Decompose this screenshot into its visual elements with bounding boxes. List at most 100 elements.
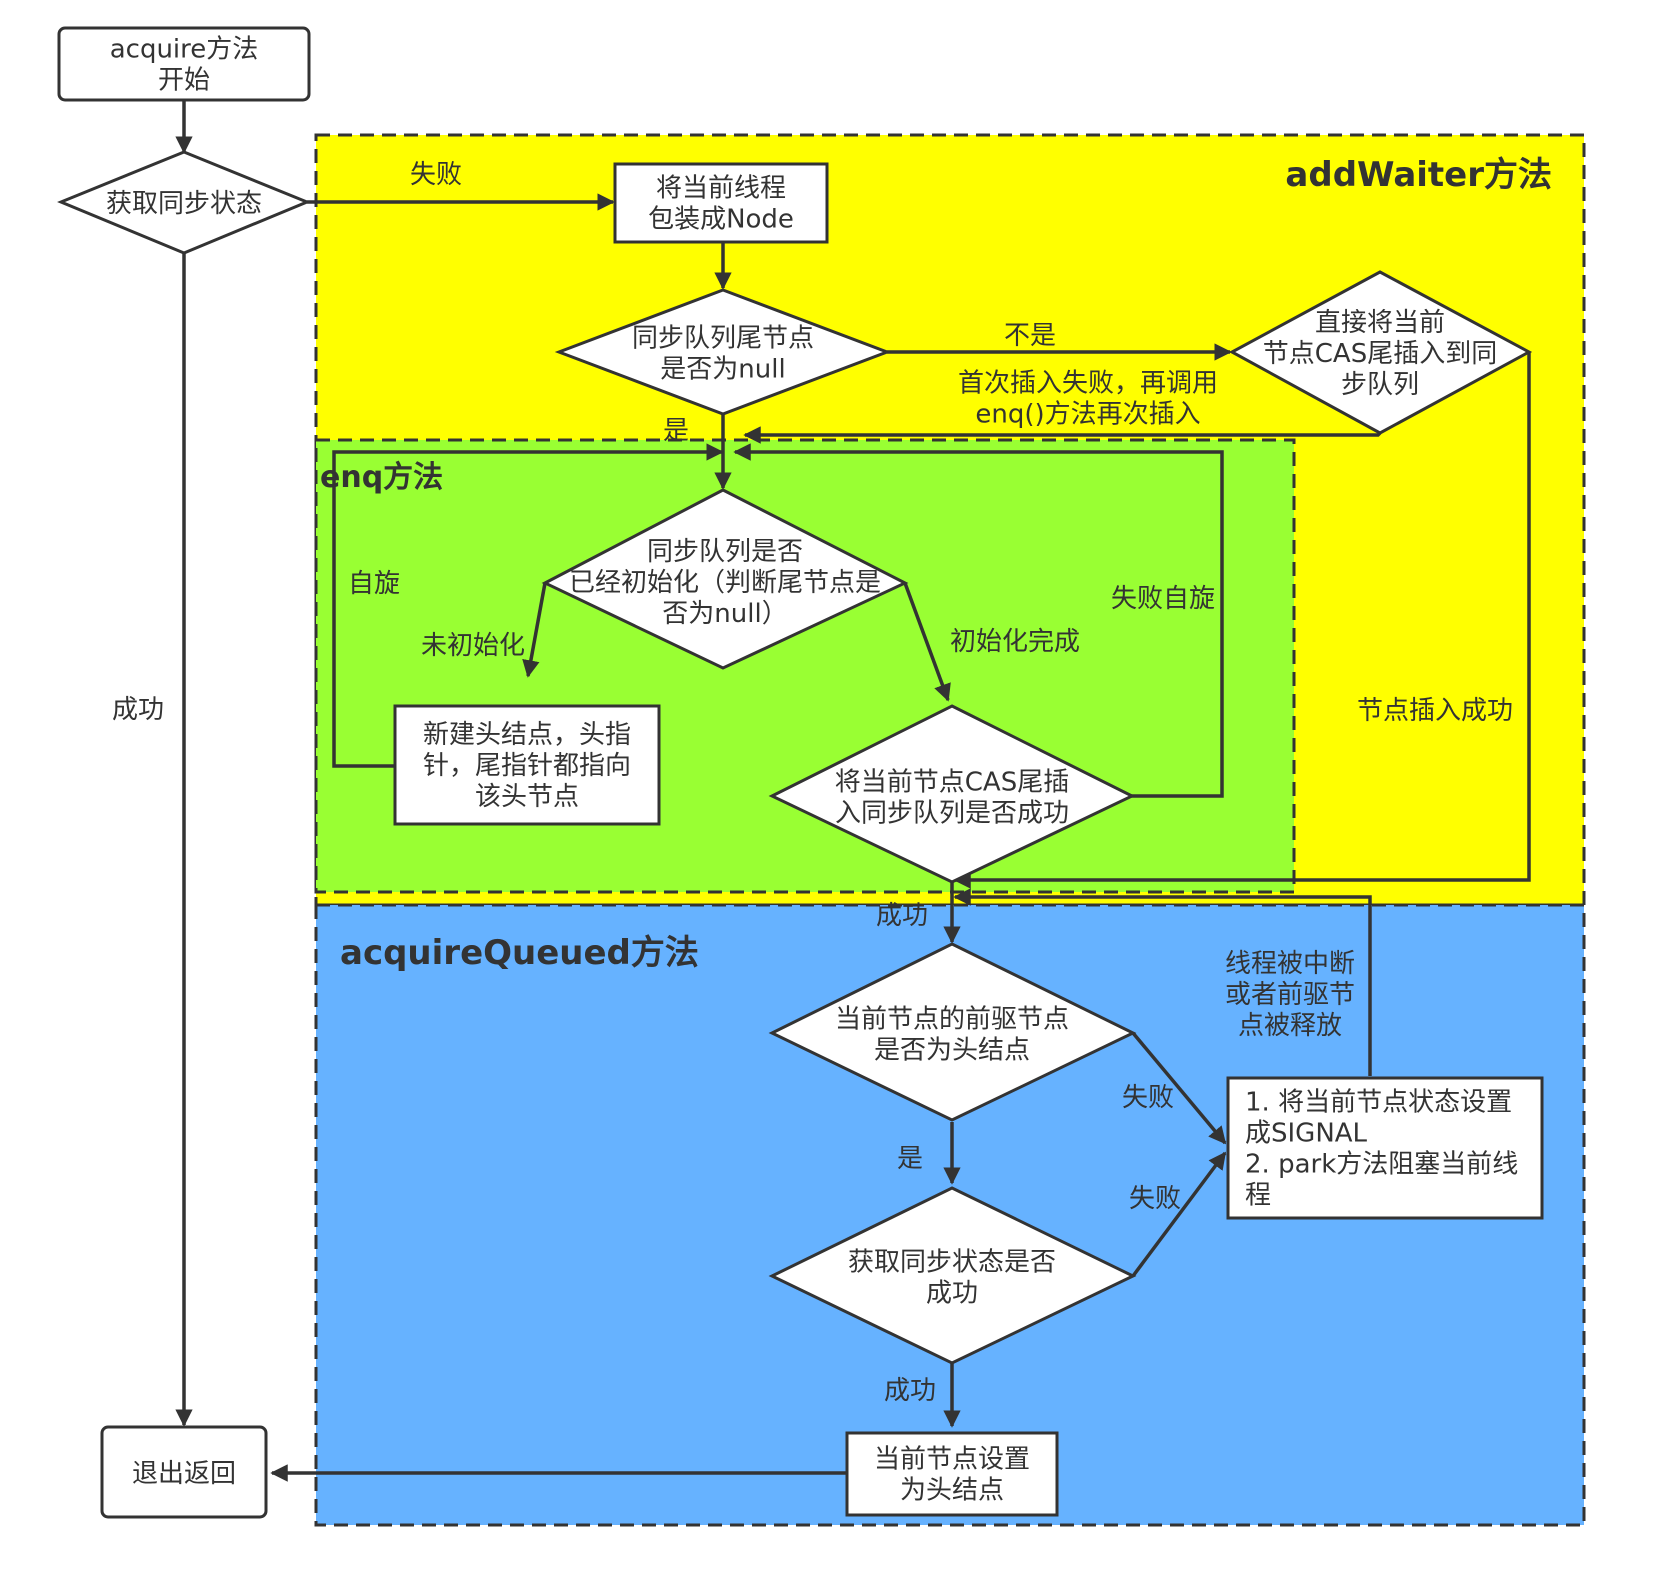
park-box	[1226, 1076, 1544, 1220]
label-fail-pred: 失败	[1122, 1083, 1174, 1113]
edge-cas-fail-to-enq	[743, 426, 1382, 444]
text-line: enq()方法再次插入	[975, 400, 1200, 430]
new-head-box	[393, 704, 661, 826]
edge-cas-success	[953, 352, 1531, 889]
text-line: 成功	[884, 1376, 936, 1406]
text-line: 是否为null	[660, 355, 785, 385]
text-line: 为头结点	[900, 1476, 1004, 1506]
text-line: 获取同步状态是否	[848, 1248, 1056, 1278]
nodes: acquire方法开始 获取同步状态 将当前线程包装成Node 同步队列尾节点是…	[57, 26, 1544, 1519]
label-yes-null: 是	[663, 416, 689, 446]
queue-init-diamond	[541, 488, 909, 670]
start-box	[57, 26, 311, 102]
text-line: 未初始化	[421, 631, 525, 661]
tail-null-diamond	[554, 288, 892, 416]
edges	[175, 100, 1531, 1482]
text-line: 是	[663, 416, 689, 446]
text-line: 自旋	[348, 569, 400, 599]
enq-cas-diamond	[768, 704, 1136, 884]
text-line: 1. 将当前节点状态设置	[1245, 1088, 1512, 1118]
text-line: 该头节点	[475, 782, 579, 812]
set-head-text: 当前节点设置为头结点	[874, 1445, 1030, 1506]
text-line: 同步队列尾节点	[632, 324, 814, 354]
text-line: 将当前线程	[656, 174, 786, 204]
text-line: 步队列	[1341, 370, 1419, 400]
text-line: 当前节点的前驱节点	[835, 1005, 1069, 1035]
try-acquire2-diamond	[768, 1186, 1137, 1365]
text-line: 成SIGNAL	[1245, 1119, 1368, 1149]
cas-tail-text: 直接将当前节点CAS尾插入到同步队列	[1263, 308, 1497, 400]
text-line: 是否为头结点	[874, 1036, 1030, 1066]
label-fail-spin: 失败自旋	[1111, 584, 1215, 614]
enq-title: enq方法	[320, 460, 443, 495]
text-line: 节点插入成功	[1357, 696, 1513, 726]
edge-acq2-to-park	[1131, 1151, 1227, 1278]
text-line: 首次插入失败，再调用	[958, 369, 1218, 399]
text-line: 否为null）	[662, 599, 787, 629]
text-line: 退出返回	[132, 1459, 236, 1489]
pred-head-text: 当前节点的前驱节点是否为头结点	[835, 1005, 1069, 1066]
label-init-done: 初始化完成	[950, 627, 1080, 657]
try-acquire-diamond	[57, 150, 311, 255]
tail-null-text: 同步队列尾节点是否为null	[632, 324, 814, 385]
text-line: acquire方法	[110, 35, 259, 65]
try-acquire2-text: 获取同步状态是否成功	[848, 1248, 1056, 1309]
text-line: 直接将当前	[1315, 308, 1445, 338]
exit-box	[100, 1425, 268, 1519]
acquire-queued-title: acquireQueued方法	[340, 933, 699, 973]
text-line: 当前节点设置	[874, 1445, 1030, 1475]
edge-queueinit-to-newhead	[522, 582, 547, 678]
label-spin: 自旋	[348, 569, 400, 599]
add-waiter-title: addWaiter方法	[1285, 155, 1552, 195]
text-line: 节点CAS尾插入到同	[1263, 339, 1497, 369]
pred-head-diamond	[768, 942, 1137, 1122]
text-line: 入同步队列是否成功	[835, 799, 1069, 829]
label-success-left: 成功	[112, 695, 164, 725]
label-fail-top: 失败	[410, 160, 462, 190]
label-yes-pred: 是	[897, 1144, 923, 1174]
edge-park-interrupted	[953, 888, 1372, 1076]
text-line: 包装成Node	[648, 205, 794, 235]
try-acquire-text: 获取同步状态	[106, 189, 262, 219]
text-line: 线程被中断	[1225, 949, 1355, 979]
new-head-text: 新建头结点，头指针，尾指针都指向该头节点	[423, 720, 631, 812]
text-line: 同步队列是否	[647, 537, 803, 567]
text-line: 将当前节点CAS尾插	[835, 768, 1069, 798]
text-line: 点被释放	[1238, 1011, 1342, 1041]
label-not-null: 不是	[1004, 321, 1056, 351]
label-success-acq: 成功	[884, 1376, 936, 1406]
label-insert-ok: 节点插入成功	[1357, 696, 1513, 726]
edge-queueinit-to-enqcas	[903, 582, 951, 702]
exit-text: 退出返回	[132, 1459, 236, 1489]
text-line: 或者前驱节	[1225, 980, 1355, 1010]
text-line: 成功	[112, 695, 164, 725]
text-line: 初始化完成	[950, 627, 1080, 657]
text-line: 开始	[158, 66, 210, 96]
text-line: 针，尾指针都指向	[423, 751, 631, 781]
text-line: 成功	[926, 1279, 978, 1309]
text-line: 程	[1245, 1181, 1271, 1211]
text-line: 失败	[1129, 1184, 1181, 1214]
text-line: 失败自旋	[1111, 584, 1215, 614]
cas-tail-diamond	[1228, 270, 1533, 435]
start-text: acquire方法开始	[110, 35, 259, 96]
text-line: 2. park方法阻塞当前线	[1245, 1150, 1518, 1180]
text-line: 失败	[1122, 1083, 1174, 1113]
label-fail-acq: 失败	[1129, 1184, 1181, 1214]
text-line: 不是	[1004, 321, 1056, 351]
edge-pred-to-park	[1131, 1031, 1227, 1145]
queue-init-text: 同步队列是否已经初始化（判断尾节点是否为null）	[569, 537, 881, 629]
text-line: 是	[897, 1144, 923, 1174]
text-line: 新建头结点，头指	[423, 720, 631, 750]
set-head-box	[845, 1431, 1059, 1517]
wrap-node-box	[613, 162, 829, 244]
text-line: 成功	[876, 901, 928, 931]
edge-enqcas-fail-spin	[733, 443, 1224, 798]
label-interrupted: 线程被中断或者前驱节点被释放	[1225, 949, 1355, 1041]
edge-newhead-spin	[332, 443, 724, 768]
label-not-init: 未初始化	[421, 631, 525, 661]
enq-cas-text: 将当前节点CAS尾插入同步队列是否成功	[835, 768, 1069, 829]
